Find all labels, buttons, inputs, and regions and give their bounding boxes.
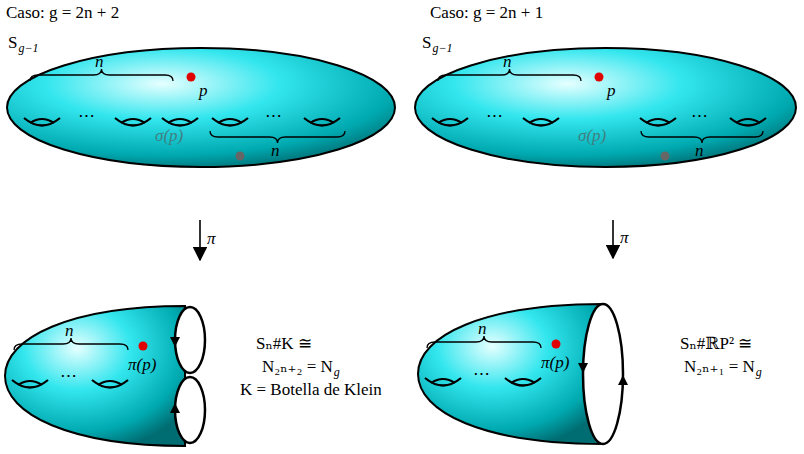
surface-drawing: [413, 45, 798, 170]
quotient-surface: n π(p) ⋯: [413, 298, 643, 450]
formula-text: Sₙ#K ≅: [256, 335, 312, 354]
surface-label: n: [271, 142, 280, 161]
surface-drawing: [5, 45, 397, 170]
surface-label: σ(p): [155, 127, 183, 146]
surface-label: σ(p): [578, 127, 606, 146]
point-pi-p: [139, 342, 148, 351]
covering-surface: n p ⋯ ⋯ σ(p) n: [413, 45, 798, 170]
formula-text: N₂ₙ₊₁ = N: [684, 358, 755, 377]
formula-text: g−1: [18, 42, 38, 55]
handle-hole: [121, 119, 145, 123]
surface-label: ⋯: [691, 107, 708, 126]
quotient-surface: n π(p) ⋯: [0, 300, 220, 452]
formula-text: g: [756, 366, 762, 379]
handle-hole: [12, 380, 48, 388]
surface-label: ⋯: [486, 107, 503, 126]
handle-hole: [730, 118, 766, 126]
projection-arrow: [199, 220, 201, 260]
surface-label: ⋯: [473, 365, 490, 384]
point-pi-p: [552, 340, 561, 349]
surface-label: n: [695, 142, 704, 161]
surface-label: ⋯: [60, 367, 77, 386]
handle-hole: [310, 119, 334, 123]
formula-text: N₂ₙ₊₂ = N: [262, 358, 333, 377]
surface-label: n: [478, 320, 487, 339]
crosscap-boundary: [583, 304, 623, 444]
point-sigma-p: [661, 152, 670, 161]
point-p: [595, 73, 604, 82]
handle-hole: [98, 381, 122, 385]
handle-hole: [218, 119, 242, 123]
surface-label: p: [199, 82, 208, 101]
orientation-arrow: [170, 337, 180, 347]
handle-hole: [212, 118, 248, 126]
handle-hole: [30, 119, 54, 123]
orientation-arrow: [618, 375, 628, 385]
handle-hole: [432, 118, 468, 126]
surface-label: n: [65, 322, 74, 341]
handle-hole: [438, 119, 462, 123]
surface-drawing: [0, 300, 220, 452]
surface-label: n: [95, 53, 104, 72]
handle-hole: [736, 119, 760, 123]
handle-hole: [162, 118, 198, 126]
orientation-arrow: [170, 403, 180, 413]
surface-label: ⋯: [265, 107, 282, 126]
handle-hole: [115, 118, 151, 126]
handle-hole: [92, 380, 128, 388]
case-title: Caso: g = 2n + 1: [430, 4, 543, 23]
handle-hole: [505, 378, 541, 386]
klein-boundary: [175, 377, 205, 443]
formula-text: K = Botella de Klein: [240, 381, 382, 400]
covering-surface: n p ⋯ ⋯ σ(p) n: [5, 45, 397, 170]
handle-hole: [168, 119, 192, 123]
point-p: [187, 73, 196, 82]
projection-arrow: [612, 220, 614, 258]
handle-hole: [640, 118, 676, 126]
formula-text: Sₙ#ℝP² ≅: [680, 335, 752, 354]
formula-text: g: [334, 366, 340, 379]
surface-label: n: [503, 53, 512, 72]
klein-boundary: [175, 307, 205, 373]
handle-hole: [529, 119, 553, 123]
formula-text: S: [422, 34, 431, 53]
handle-hole: [523, 118, 559, 126]
handle-hole: [511, 379, 535, 383]
surface-label: π(p): [128, 356, 156, 375]
handle-hole: [18, 381, 42, 385]
surface-label: π(p): [541, 354, 569, 373]
formula-text: g−1: [432, 42, 452, 55]
map-label: π: [620, 229, 629, 248]
point-sigma-p: [236, 152, 245, 161]
orientation-arrow: [578, 363, 588, 373]
surface-quotient: [5, 306, 185, 446]
surface-ellipse: [415, 48, 796, 167]
handle-hole: [24, 118, 60, 126]
formula-text: S: [8, 34, 17, 53]
handle-hole: [425, 378, 461, 386]
surface-quotient: [418, 304, 603, 444]
case-title: Caso: g = 2n + 2: [6, 4, 119, 23]
handle-hole: [646, 119, 670, 123]
map-label: π: [207, 230, 216, 249]
surface-label: p: [607, 82, 616, 101]
surface-label: ⋯: [78, 107, 95, 126]
handle-hole: [431, 379, 455, 383]
surface-drawing: [413, 298, 643, 450]
surface-ellipse: [7, 48, 395, 167]
handle-hole: [304, 118, 340, 126]
